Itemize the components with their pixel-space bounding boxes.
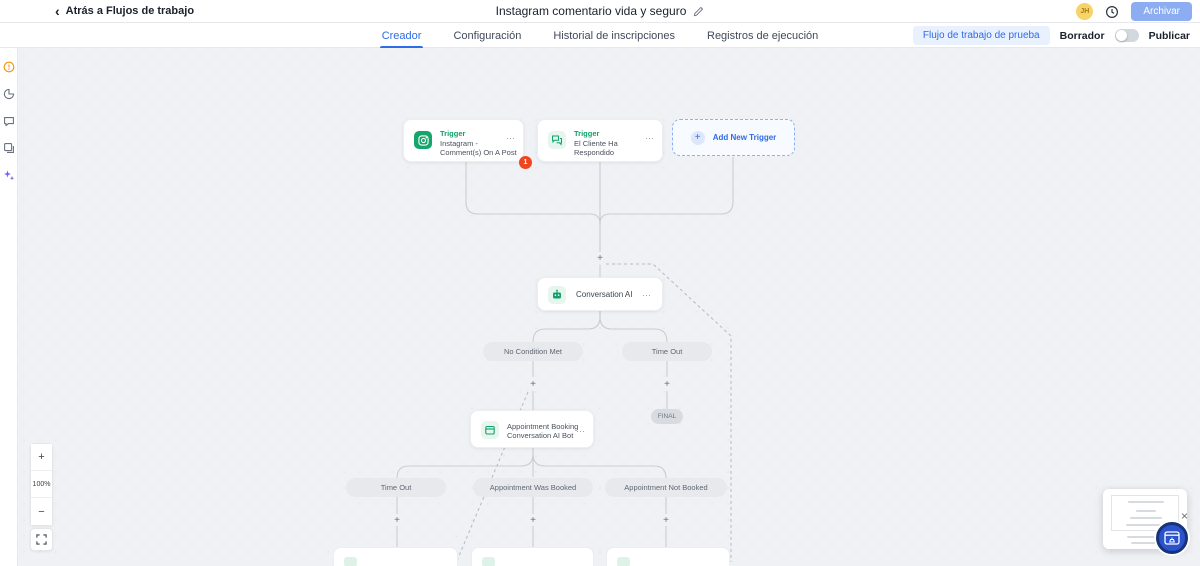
trigger-title: El Cliente Ha Respondido (574, 139, 618, 157)
tab-registros-ejecucion[interactable]: Registros de ejecución (707, 29, 819, 42)
add-step-button[interactable]: + (660, 514, 672, 526)
appointment-booking-node[interactable]: Appointment Booking Conversation AI Bot … (470, 410, 594, 448)
tab-configuracion[interactable]: Configuración (453, 29, 522, 42)
toggle-knob (1115, 30, 1127, 41)
comments-icon[interactable] (3, 114, 15, 127)
trigger-tag: Trigger (440, 129, 466, 138)
edit-pencil-icon[interactable] (693, 6, 704, 17)
instagram-icon (414, 131, 432, 149)
tabbar-right-cluster: Flujo de trabajo de prueba Borrador Publ… (912, 23, 1190, 48)
node-icon (344, 557, 357, 566)
canvas-inner: Trigger Instagram - Comment(s) On A Post… (18, 48, 1200, 566)
publish-label: Publicar (1148, 29, 1190, 42)
top-header: ‹ Atrás a Flujos de trabajo Instagram co… (0, 0, 1200, 23)
robot-icon (548, 286, 566, 304)
back-label: Atrás a Flujos de trabajo (65, 5, 195, 17)
partial-node[interactable] (471, 547, 594, 566)
conversation-ai-node[interactable]: Conversation AI ⋯ (537, 277, 663, 311)
workflow-canvas[interactable]: Trigger Instagram - Comment(s) On A Post… (18, 48, 1200, 566)
tab-creador[interactable]: Creador (379, 23, 424, 48)
add-new-trigger-button[interactable]: + Add New Trigger (672, 119, 795, 156)
back-to-workflows-link[interactable]: ‹ Atrás a Flujos de trabajo (55, 4, 194, 18)
node-title: Appointment Booking Conversation AI Bot (507, 422, 579, 440)
final-badge: FINAL (651, 409, 683, 424)
header-right-cluster: JH Archivar (1076, 2, 1192, 21)
node-menu-icon[interactable]: ⋯ (645, 133, 655, 143)
tab-bar: Creador Configuración Historial de inscr… (0, 23, 1200, 48)
calendar-icon (481, 421, 499, 439)
chevron-left-icon: ‹ (55, 3, 60, 19)
trigger-tag: Trigger (574, 129, 600, 138)
node-icon (617, 557, 630, 566)
node-title: Conversation AI (576, 289, 633, 299)
ai-sparkles-icon[interactable] (3, 168, 15, 181)
stats-pie-icon[interactable] (3, 87, 15, 100)
fullscreen-button[interactable] (30, 528, 53, 551)
plus-icon: + (690, 130, 705, 145)
publish-toggle[interactable] (1114, 29, 1139, 42)
workflow-title: Instagram comentario vida y seguro (495, 4, 687, 18)
canvas-left-sidebar (0, 48, 18, 566)
error-badge: 1 (519, 156, 532, 169)
branch-pill-appointment-was-booked: Appointment Was Booked (473, 478, 593, 497)
node-menu-icon[interactable]: ⋯ (576, 426, 586, 436)
partial-node[interactable] (333, 547, 458, 566)
zoom-level: 100% (31, 471, 52, 498)
node-menu-icon[interactable]: ⋯ (642, 290, 652, 300)
add-step-button[interactable]: + (527, 514, 539, 526)
test-workflow-button[interactable]: Flujo de trabajo de prueba (912, 26, 1050, 45)
partial-node[interactable] (606, 547, 730, 566)
zoom-out-button[interactable]: − (31, 498, 52, 525)
zoom-panel: + 100% − (30, 443, 53, 526)
help-widget-button[interactable] (1156, 522, 1188, 554)
history-clock-icon[interactable] (1105, 5, 1119, 19)
trigger-title: Instagram - Comment(s) On A Post (440, 139, 517, 157)
chat-bubbles-icon (548, 131, 566, 149)
tab-historial-inscripciones[interactable]: Historial de inscripciones (553, 29, 675, 42)
archive-button[interactable]: Archivar (1131, 2, 1192, 21)
alerts-icon[interactable] (3, 60, 15, 73)
add-new-trigger-label: Add New Trigger (712, 133, 777, 142)
trigger-node-customer-replied[interactable]: Trigger El Cliente Ha Respondido ⋯ (537, 119, 663, 162)
node-menu-icon[interactable]: ⋯ (506, 133, 516, 143)
add-step-button[interactable]: + (391, 514, 403, 526)
avatar[interactable]: JH (1076, 3, 1094, 20)
workflow-title-wrap: Instagram comentario vida y seguro (0, 4, 1200, 18)
branch-pill-no-condition-met: No Condition Met (483, 342, 583, 361)
add-step-button[interactable]: + (661, 378, 673, 390)
close-icon[interactable]: × (1181, 509, 1189, 523)
draft-label: Borrador (1059, 29, 1105, 42)
branch-pill-time-out: Time Out (622, 342, 712, 361)
browser-bot-icon (1164, 531, 1180, 545)
add-step-button[interactable]: + (594, 252, 606, 264)
zoom-in-button[interactable]: + (31, 444, 52, 471)
copy-versions-icon[interactable] (3, 141, 15, 153)
node-icon (482, 557, 495, 566)
add-step-button[interactable]: + (527, 378, 539, 390)
trigger-node-instagram[interactable]: Trigger Instagram - Comment(s) On A Post… (403, 119, 532, 169)
branch-pill-time-out-2: Time Out (346, 478, 446, 497)
branch-pill-appointment-not-booked: Appointment Not Booked (605, 478, 727, 497)
tabs: Creador Configuración Historial de inscr… (0, 23, 1200, 48)
